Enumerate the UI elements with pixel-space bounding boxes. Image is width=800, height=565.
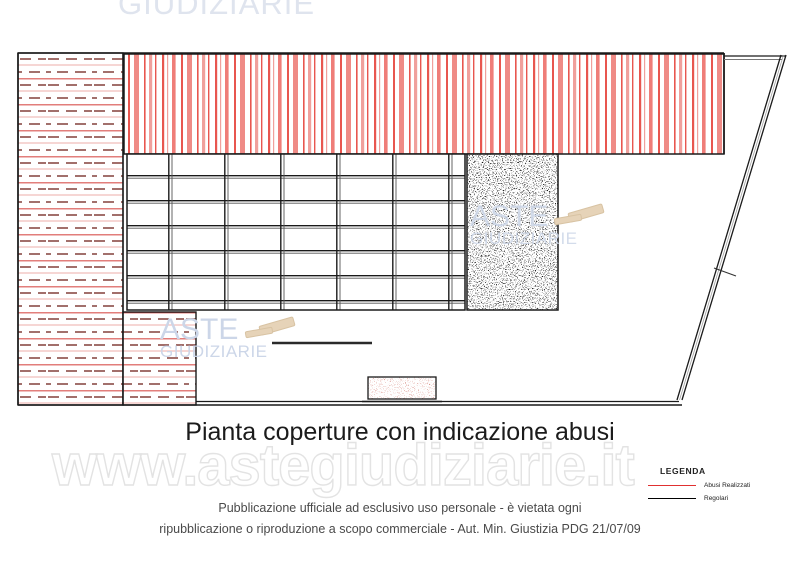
legend-label-abusi: Abusi Realizzati bbox=[704, 482, 751, 489]
region-small-abuse-box bbox=[362, 376, 442, 403]
legend-label-regolari: Regolari bbox=[704, 495, 729, 502]
watermark-top-partial: GIUDIZIARIE bbox=[118, 0, 316, 21]
region-striped-roof bbox=[123, 53, 725, 155]
watermark-brand-middle-line1: ASTE bbox=[470, 200, 549, 233]
page-title: Pianta coperture con indicazione abusi bbox=[185, 418, 615, 446]
watermark-brand-line2: GIUDIZIARIE bbox=[160, 341, 268, 361]
diagonal-boundary-wall bbox=[676, 54, 787, 401]
gavel-icon bbox=[243, 316, 303, 344]
region-lower-dashed-hatch bbox=[122, 311, 197, 406]
legend: LEGENDA Abusi Realizzati Regolari bbox=[648, 466, 793, 502]
watermark-brand-line1: ASTE bbox=[160, 313, 239, 346]
region-left-dashed-hatch bbox=[17, 52, 124, 406]
bottom-boundary bbox=[18, 400, 682, 406]
footer-line-2: ripubblicazione o riproduzione a scopo c… bbox=[159, 522, 641, 536]
legend-swatch-abusi bbox=[648, 485, 696, 486]
footer-line-1: Pubblicazione ufficiale ad esclusivo uso… bbox=[218, 501, 582, 515]
gavel-icon-middle bbox=[552, 203, 612, 231]
legend-entry-abusi: Abusi Realizzati bbox=[648, 482, 793, 489]
legend-swatch-regolari bbox=[648, 498, 696, 499]
watermark-url: www.astegiudiziarie.it bbox=[51, 432, 635, 498]
watermark-brand-middle: ASTE GIUDIZIARIE bbox=[470, 200, 578, 248]
legend-entry-regolari: Regolari bbox=[648, 495, 793, 502]
footer-disclaimer: Pubblicazione ufficiale ad esclusivo uso… bbox=[0, 498, 800, 540]
region-structural-grid bbox=[126, 153, 466, 311]
region-stippled-terrace bbox=[466, 153, 559, 311]
legend-heading: LEGENDA bbox=[660, 466, 706, 476]
watermark-brand-middle-line2: GIUDIZIARIE bbox=[470, 228, 578, 248]
outer-right-envelope bbox=[724, 55, 786, 60]
watermark-brand-center: ASTE GIUDIZIARIE bbox=[160, 313, 268, 361]
